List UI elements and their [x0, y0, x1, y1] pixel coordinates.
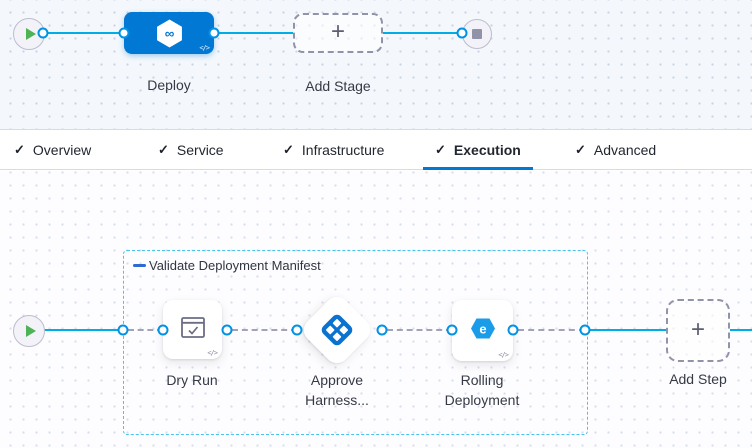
yaml-code-icon[interactable]: </>	[498, 351, 509, 359]
connector-dot[interactable]	[157, 324, 169, 336]
svg-text:e: e	[479, 321, 486, 336]
stage-config-tabbar: ✓ Overview ✓ Service ✓ Infrastructure ✓ …	[0, 130, 752, 170]
execution-graph-canvas[interactable]: Validate Deployment Manifest </>	[0, 171, 752, 448]
edge-addstage-end	[383, 32, 462, 34]
plus-icon: +	[330, 18, 345, 45]
connector-dot[interactable]	[118, 27, 130, 39]
check-icon: ✓	[158, 142, 169, 157]
connector-dot[interactable]	[456, 27, 468, 39]
k8s-rolling-icon: e	[470, 318, 495, 339]
connector-dot[interactable]	[446, 324, 458, 336]
tab-label: Infrastructure	[301, 142, 385, 158]
stop-icon	[472, 29, 482, 39]
stage-graph-canvas[interactable]: ∞ </> + Deploy Add Stage	[0, 0, 752, 130]
connector-dot[interactable]	[507, 324, 519, 336]
add-stage-label: Add Stage	[305, 78, 371, 94]
connector-dot[interactable]	[579, 324, 591, 336]
connector-dot[interactable]	[37, 27, 49, 39]
yaml-code-icon[interactable]: </>	[199, 44, 210, 52]
connector-dot[interactable]	[376, 324, 388, 336]
tab-label: Advanced	[593, 142, 657, 158]
tab-label: Execution	[453, 142, 521, 158]
tab-infrastructure[interactable]: ✓ Infrastructure	[271, 130, 396, 170]
edge-deploy-addstage	[214, 32, 293, 34]
stage-node-deploy[interactable]: ∞ </>	[124, 12, 214, 54]
play-icon	[25, 28, 36, 40]
step-node-rolling-deployment[interactable]: e </>	[452, 300, 513, 361]
check-icon: ✓	[14, 142, 25, 157]
connector-dot[interactable]	[208, 27, 220, 39]
step-label-approve: Approve Harness...	[305, 372, 369, 408]
check-icon: ✓	[575, 142, 586, 157]
edge-approve-rolling	[387, 329, 452, 331]
add-stage-button[interactable]: +	[293, 13, 383, 53]
edge-group-addstep	[590, 329, 666, 331]
connector-dot[interactable]	[221, 324, 233, 336]
tab-label: Overview	[32, 142, 92, 158]
check-icon: ✓	[283, 142, 294, 157]
step-group-header[interactable]: Validate Deployment Manifest	[133, 258, 321, 273]
tab-overview[interactable]: ✓ Overview	[2, 130, 103, 170]
execution-start-node[interactable]	[13, 315, 45, 347]
edge-addstep-out	[730, 329, 752, 331]
edge-rolling-groupend	[518, 329, 585, 331]
edge-group-dryrun	[128, 329, 163, 331]
play-icon	[25, 325, 36, 337]
tab-label: Service	[176, 142, 224, 158]
step-node-dry-run[interactable]: </>	[163, 300, 222, 359]
plus-icon: +	[690, 315, 705, 343]
check-icon: ✓	[435, 142, 446, 157]
dry-run-window-check-icon	[180, 316, 205, 338]
stage-label-deploy: Deploy	[147, 77, 191, 93]
connector-dot[interactable]	[291, 324, 303, 336]
step-group-container	[123, 250, 588, 435]
edge-dryrun-approve	[232, 329, 297, 331]
edge-start-group	[43, 329, 123, 331]
add-step-label: Add Step	[669, 371, 727, 387]
tab-execution[interactable]: ✓ Execution	[423, 130, 533, 170]
add-step-button[interactable]: +	[666, 299, 730, 362]
yaml-code-icon[interactable]: </>	[207, 349, 218, 357]
svg-text:∞: ∞	[164, 26, 174, 41]
tab-service[interactable]: ✓ Service	[146, 130, 236, 170]
harness-hexagon-icon: ∞	[156, 19, 182, 47]
edge-start-deploy	[43, 32, 124, 34]
step-label-dry-run: Dry Run	[166, 372, 218, 388]
collapse-icon[interactable]	[133, 264, 146, 267]
tab-advanced[interactable]: ✓ Advanced	[563, 130, 668, 170]
step-label-rolling-deployment: Rolling Deployment	[444, 372, 520, 408]
connector-dot[interactable]	[117, 324, 129, 336]
step-group-title: Validate Deployment Manifest	[149, 258, 321, 273]
